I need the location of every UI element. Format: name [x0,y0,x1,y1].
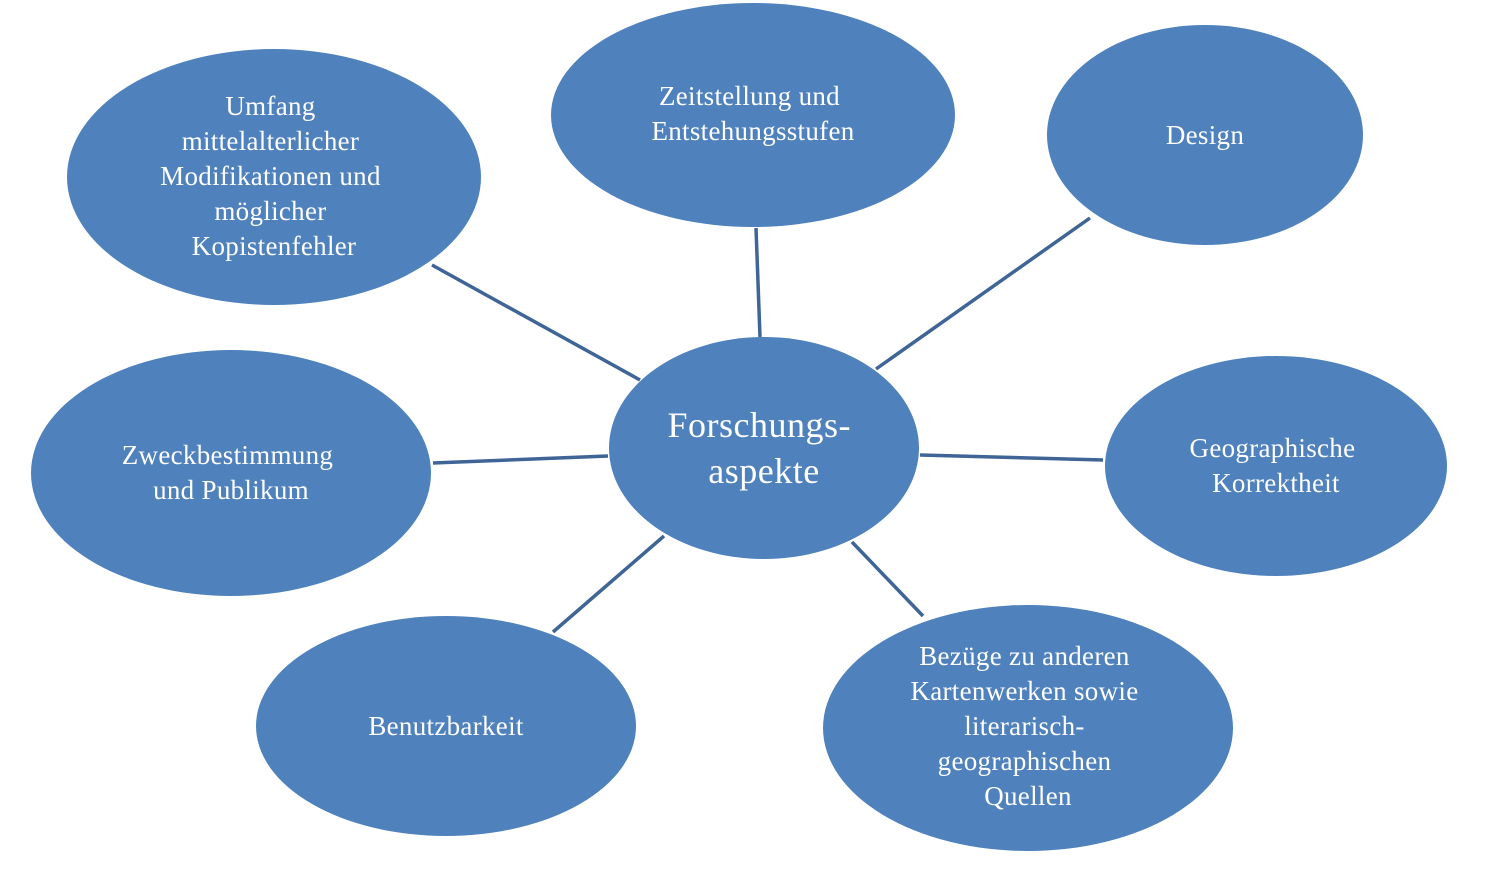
node-label: Benutzbarkeit [368,711,524,741]
node-label-line: Kopistenfehler [192,231,357,261]
center-label-line: aspekte [708,451,819,491]
node-label: Zweckbestimmung und Publikum [122,440,341,505]
node-label: Bezüge zu anderen Kartenwerken sowie lit… [910,641,1145,811]
node-label-line: Zweckbestimmung [122,440,333,470]
connector-bezuege [850,540,925,618]
node-bubble [67,49,481,305]
node-label-line: Korrektheit [1212,468,1340,498]
node-label-line: möglicher [214,196,326,226]
node-zeitstellung: Zeitstellung und Entstehungsstufen [551,3,955,227]
center-label-line: Forschungs- [668,405,852,445]
node-bezuege: Bezüge zu anderen Kartenwerken sowie lit… [823,605,1233,851]
node-label: Umfang mittelalterlicher Modifikationen … [160,91,388,261]
node-label-line: Quellen [984,781,1072,811]
node-label-line: mittelalterlicher [182,126,360,156]
node-label: Geographische Korrektheit [1190,433,1363,498]
node-label-line: Entstehungsstufen [651,116,854,146]
node-label-line: Design [1166,120,1244,150]
node-label-line: Modifikationen und [160,161,381,191]
node-bubble [31,350,431,596]
connector-zweck [432,454,609,465]
center-bubble [609,337,919,559]
node-label-line: und Publikum [153,475,309,505]
node-label-line: Geographische [1190,433,1356,463]
node-bubble [1047,25,1363,245]
node-bubble [1105,356,1447,576]
node-bubble [551,3,955,227]
node-zweck: Zweckbestimmung und Publikum [31,350,431,596]
connectors [431,216,1104,634]
connector-umfang [431,263,641,382]
center-label: Forschungs- aspekte [668,405,861,491]
node-label-line: Bezüge zu anderen [919,641,1130,671]
node-bubble [256,616,636,836]
connector-design [874,216,1092,371]
node-label-line: geographischen [938,746,1112,776]
connector-geographie [919,453,1104,462]
connector-zeitstellung [754,227,762,338]
node-label-line: Zeitstellung und [659,81,840,111]
node-label-line: Benutzbarkeit [368,711,524,741]
node-geographie: Geographische Korrektheit [1105,356,1447,576]
node-design: Design [1047,25,1363,245]
node-label-line: Kartenwerken sowie [910,676,1138,706]
node-benutzbarkeit: Benutzbarkeit [256,616,636,836]
node-umfang: Umfang mittelalterlicher Modifikationen … [67,49,481,305]
node-label: Design [1166,120,1244,150]
node-label-line: Umfang [225,91,315,121]
node-label: Zeitstellung und Entstehungsstufen [651,81,854,146]
center-node: Forschungs- aspekte [609,337,919,559]
connector-benutzbarkeit [551,534,666,634]
node-label-line: literarisch- [964,711,1085,741]
node-bubble [823,605,1233,851]
